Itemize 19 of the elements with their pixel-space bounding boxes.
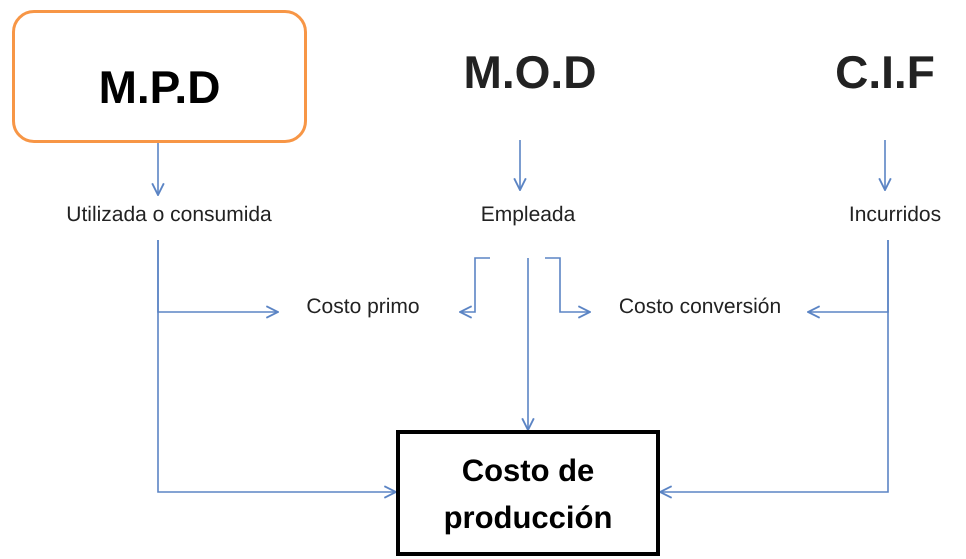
heading-label: C.I.F [835,45,935,99]
arrow [545,257,591,319]
node-label: Costo primo [306,295,420,319]
arrow [157,240,397,499]
rounded-box [12,10,307,143]
node-label: Incurridos [848,203,942,227]
heading-label: M.P.D [98,60,220,115]
heading-label: M.O.D [464,45,596,99]
arrow [459,257,490,319]
arrow [513,140,527,191]
arrow [521,258,535,431]
node-label: Costo conversión [618,295,782,319]
arrow [659,240,889,499]
arrow [151,143,165,196]
arrow [878,140,892,191]
node-label: Empleada [480,203,576,227]
heading-label: Costo de producción [442,452,614,536]
node-label: Utilizada o consumida [66,203,272,227]
process-box [396,430,660,556]
